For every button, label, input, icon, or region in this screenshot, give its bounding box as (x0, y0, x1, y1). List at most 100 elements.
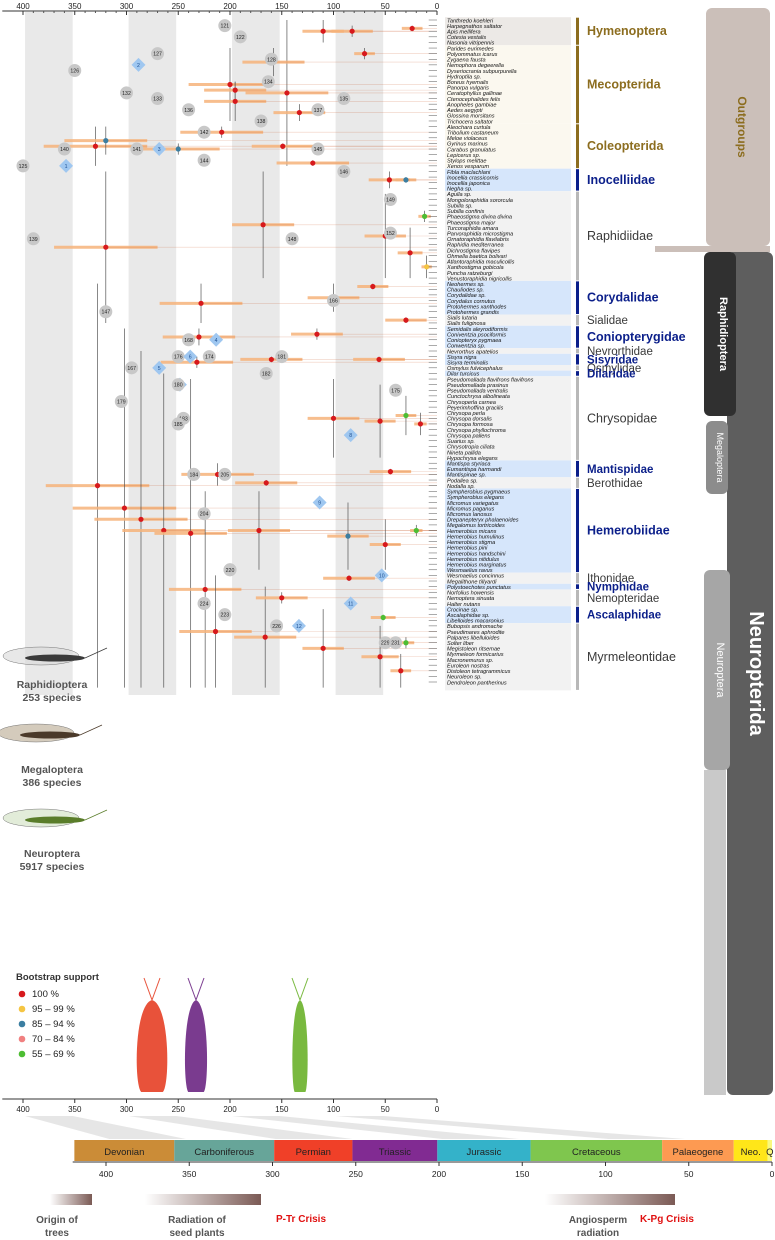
period-block (352, 1140, 438, 1161)
node-number: 142 (200, 130, 209, 136)
node-number: 205 (220, 472, 229, 478)
family-label: Ithonidae (587, 573, 634, 585)
node-number: 5 (158, 366, 161, 372)
bootstrap-node (263, 480, 269, 486)
taxon-label: Panorpa vulgaris (447, 86, 489, 92)
taxon-label: Gyrinus marinus (447, 142, 488, 148)
node-badge (151, 92, 165, 106)
taxon-label: Atlantoraphidia maculicollis (446, 260, 515, 266)
clade-bar (576, 365, 579, 371)
clade-bar (576, 124, 579, 169)
scale-tick-label: 400 (99, 1169, 113, 1179)
node-badge (218, 19, 232, 33)
family-box (445, 348, 571, 354)
node-number: 168 (184, 338, 193, 344)
node-number: 231 (391, 641, 400, 647)
taxon-label: Pseudomallada flavifrons flavifrons (447, 377, 534, 383)
scale-tick-label: 50 (684, 1169, 694, 1179)
node-number: 6 (189, 355, 192, 361)
node-badge (57, 142, 71, 156)
clade-bar (576, 17, 579, 45)
period-name: Devonian (104, 1147, 144, 1158)
bootstrap-node (268, 356, 274, 363)
family-box (445, 325, 571, 349)
family-label: Osmylidae (587, 363, 641, 375)
event-seed-plants: seed plants (169, 1228, 224, 1239)
tick-label: 400 (16, 1105, 30, 1114)
silhouette-body (184, 1000, 208, 1092)
taxon-label: Megalithone tillyardi (447, 579, 497, 585)
taxon-label: Venustoraphidia nigricollis (447, 276, 512, 282)
legend-label: 85 – 94 % (32, 1019, 75, 1030)
taxon-label: Negha sp. (447, 187, 473, 193)
taxon-label: Hemerobius pini (447, 546, 488, 552)
node-number: 144 (200, 158, 209, 164)
node-badge (151, 47, 165, 61)
insect-illustration (2, 646, 108, 666)
node-number: 12 (296, 624, 302, 630)
node-badge (197, 596, 211, 610)
family-box (445, 376, 571, 461)
node-badge (259, 366, 273, 380)
node-badge (197, 507, 211, 521)
neuropterida-label: Neuropterida (745, 611, 767, 736)
tick-label: 250 (172, 2, 186, 11)
node-number: 136 (184, 108, 193, 114)
taxon-label: Myrmeleon formicarius (447, 652, 504, 658)
clade-diamond (291, 618, 306, 633)
family-box (445, 314, 571, 326)
family-label: Nymphidae (587, 582, 649, 594)
taxon-label: Chrysoperla carnea (447, 400, 496, 406)
taxon-label: Fibla maclachlani (447, 170, 491, 176)
taxon-label: Stylops melittae (447, 159, 486, 165)
node-badge (16, 159, 30, 173)
tick-label: 250 (172, 1105, 186, 1114)
tick-label: 50 (381, 2, 390, 11)
node-number: 226 (272, 624, 281, 630)
taxon-label: Podallea sp. (447, 478, 478, 484)
node-badge (311, 142, 325, 156)
node-badge (383, 193, 397, 207)
clade-bar (576, 606, 579, 623)
bootstrap-node (260, 222, 266, 228)
clade-diamond (343, 596, 358, 611)
projection-band (232, 1116, 519, 1139)
legend-swatch (18, 990, 26, 998)
bootstrap-node (175, 146, 181, 152)
bootstrap-node (320, 28, 326, 34)
taxon-label: Cunctochrysa albolineata (447, 394, 510, 400)
node-number: 4 (215, 338, 218, 344)
family-label: Mantispidae (587, 464, 653, 476)
taxon-label: Sialis lutaria (447, 316, 477, 322)
taxon-label: Subilla sp. (447, 203, 473, 209)
taxon-label: Mantispinae sp. (447, 473, 486, 479)
taxon-label: Osmylus fulvicephalus (447, 366, 503, 372)
clade-bar (576, 584, 579, 589)
family-box (445, 45, 571, 124)
megaloptera-label: Megaloptera (715, 432, 725, 482)
insect-body (25, 654, 85, 662)
bootstrap-node (121, 505, 128, 511)
taxon-label: Turcoraphidia amara (447, 226, 498, 232)
taxon-label: Pseudomallada ventralis (447, 389, 508, 395)
bootstrap-node (232, 98, 238, 104)
node-number: 134 (264, 80, 273, 86)
bootstrap-node (284, 90, 290, 96)
node-badge (389, 636, 403, 650)
node-badge (187, 467, 201, 481)
taxon-label: Hemerobius nitidulus (447, 557, 499, 563)
event-seed-plants: Radiation of (168, 1215, 226, 1226)
order-silhouette (184, 977, 208, 1092)
clade-bar (576, 348, 579, 354)
bootstrap-node (103, 138, 109, 144)
insect-body (20, 731, 80, 739)
taxon-label: Polyommatus icarus (447, 52, 498, 58)
tick-label: 400 (16, 2, 30, 11)
bootstrap-node (227, 81, 233, 88)
taxon-label: Inocellia crassicornis (447, 175, 499, 181)
bootstrap-node (330, 415, 337, 421)
taxon-label: Solter liber (447, 641, 475, 647)
order-silhouette (136, 977, 168, 1092)
taxon-label: Hypochrysa elegans (447, 456, 498, 462)
period-block (74, 1140, 175, 1161)
